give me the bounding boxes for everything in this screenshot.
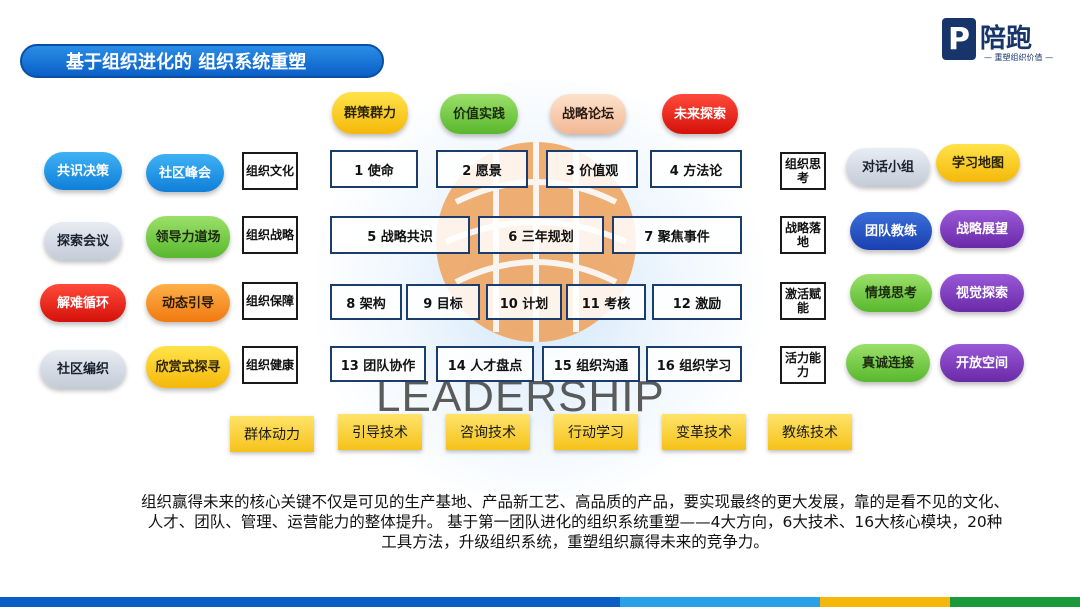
module-8: 8 架构 [330,284,402,320]
right-tool-1-1: 对话小组 [846,148,930,186]
bottom-bar-segment-3 [820,597,950,607]
technique-1: 群体动力 [230,416,314,452]
module-11: 11 考核 [566,284,646,320]
module-16: 16 组织学习 [646,346,742,382]
right-tool-3-1: 情境思考 [850,274,932,312]
right-category-4: 活力能力 [780,346,826,384]
module-13: 13 团队协作 [330,346,426,382]
page-title: 基于组织进化的 组织系统重塑 [20,44,384,78]
module-6: 6 三年规划 [478,216,604,254]
left-tool-1-1: 共识决策 [44,152,122,190]
description-text: 组织赢得未来的核心关键不仅是可见的生产基地、产品新工艺、高品质的产品，要实现最终… [140,493,1009,551]
right-tool-2-1: 团队教练 [850,212,932,250]
module-2: 2 愿景 [436,150,528,188]
brand-logo: P 陪跑 — 重塑组织价值 — [942,18,1054,66]
right-tool-4-1: 真诚连接 [846,344,930,382]
module-4: 4 方法论 [650,150,742,188]
module-9: 9 目标 [406,284,480,320]
left-category-4: 组织健康 [242,346,298,384]
module-10: 10 计划 [486,284,562,320]
module-12: 12 激励 [652,284,742,320]
bottom-bar-segment-2 [620,597,820,607]
logo-tagline: — 重塑组织价值 — [984,53,1054,62]
module-5: 5 战略共识 [330,216,470,254]
right-category-1: 组织思考 [780,152,826,190]
module-14: 14 人才盘点 [436,346,534,382]
top-pill-3: 战略论坛 [550,94,626,134]
left-category-2: 组织战略 [242,216,298,254]
right-tool-4-2: 开放空间 [940,344,1024,382]
right-tool-1-2: 学习地图 [936,144,1020,182]
technique-4: 行动学习 [554,414,638,450]
module-15: 15 组织沟通 [542,346,640,382]
left-tool-4-2: 欣赏式探寻 [146,346,230,388]
logo-name: 陪跑 [980,24,1033,54]
technique-3: 咨询技术 [446,414,530,450]
left-tool-4-1: 社区编织 [40,350,126,388]
left-category-3: 组织保障 [242,282,298,320]
left-category-1: 组织文化 [242,152,298,190]
left-tool-2-2: 领导力道场 [146,216,230,258]
right-category-2: 战略落地 [780,216,826,254]
logo-mark: P [942,18,976,60]
technique-2: 引导技术 [338,414,422,450]
module-3: 3 价值观 [546,150,638,188]
technique-5: 变革技术 [662,414,746,450]
module-1: 1 使命 [330,150,418,188]
left-tool-3-2: 动态引导 [146,284,230,322]
top-pill-4: 未来探索 [662,94,738,134]
left-tool-3-1: 解难循环 [40,284,126,322]
top-pill-1: 群策群力 [332,92,408,134]
module-7: 7 聚焦事件 [612,216,742,254]
right-tool-2-2: 战略展望 [940,210,1024,248]
right-tool-3-2: 视觉探索 [940,274,1024,312]
technique-6: 教练技术 [768,414,852,450]
top-pill-2: 价值实践 [440,94,518,134]
bottom-bar-segment-4 [950,597,1080,607]
bottom-bar-segment-1 [0,597,620,607]
left-tool-2-1: 探索会议 [44,222,122,260]
left-tool-1-2: 社区峰会 [146,154,224,192]
right-category-3: 激活赋能 [780,282,826,320]
